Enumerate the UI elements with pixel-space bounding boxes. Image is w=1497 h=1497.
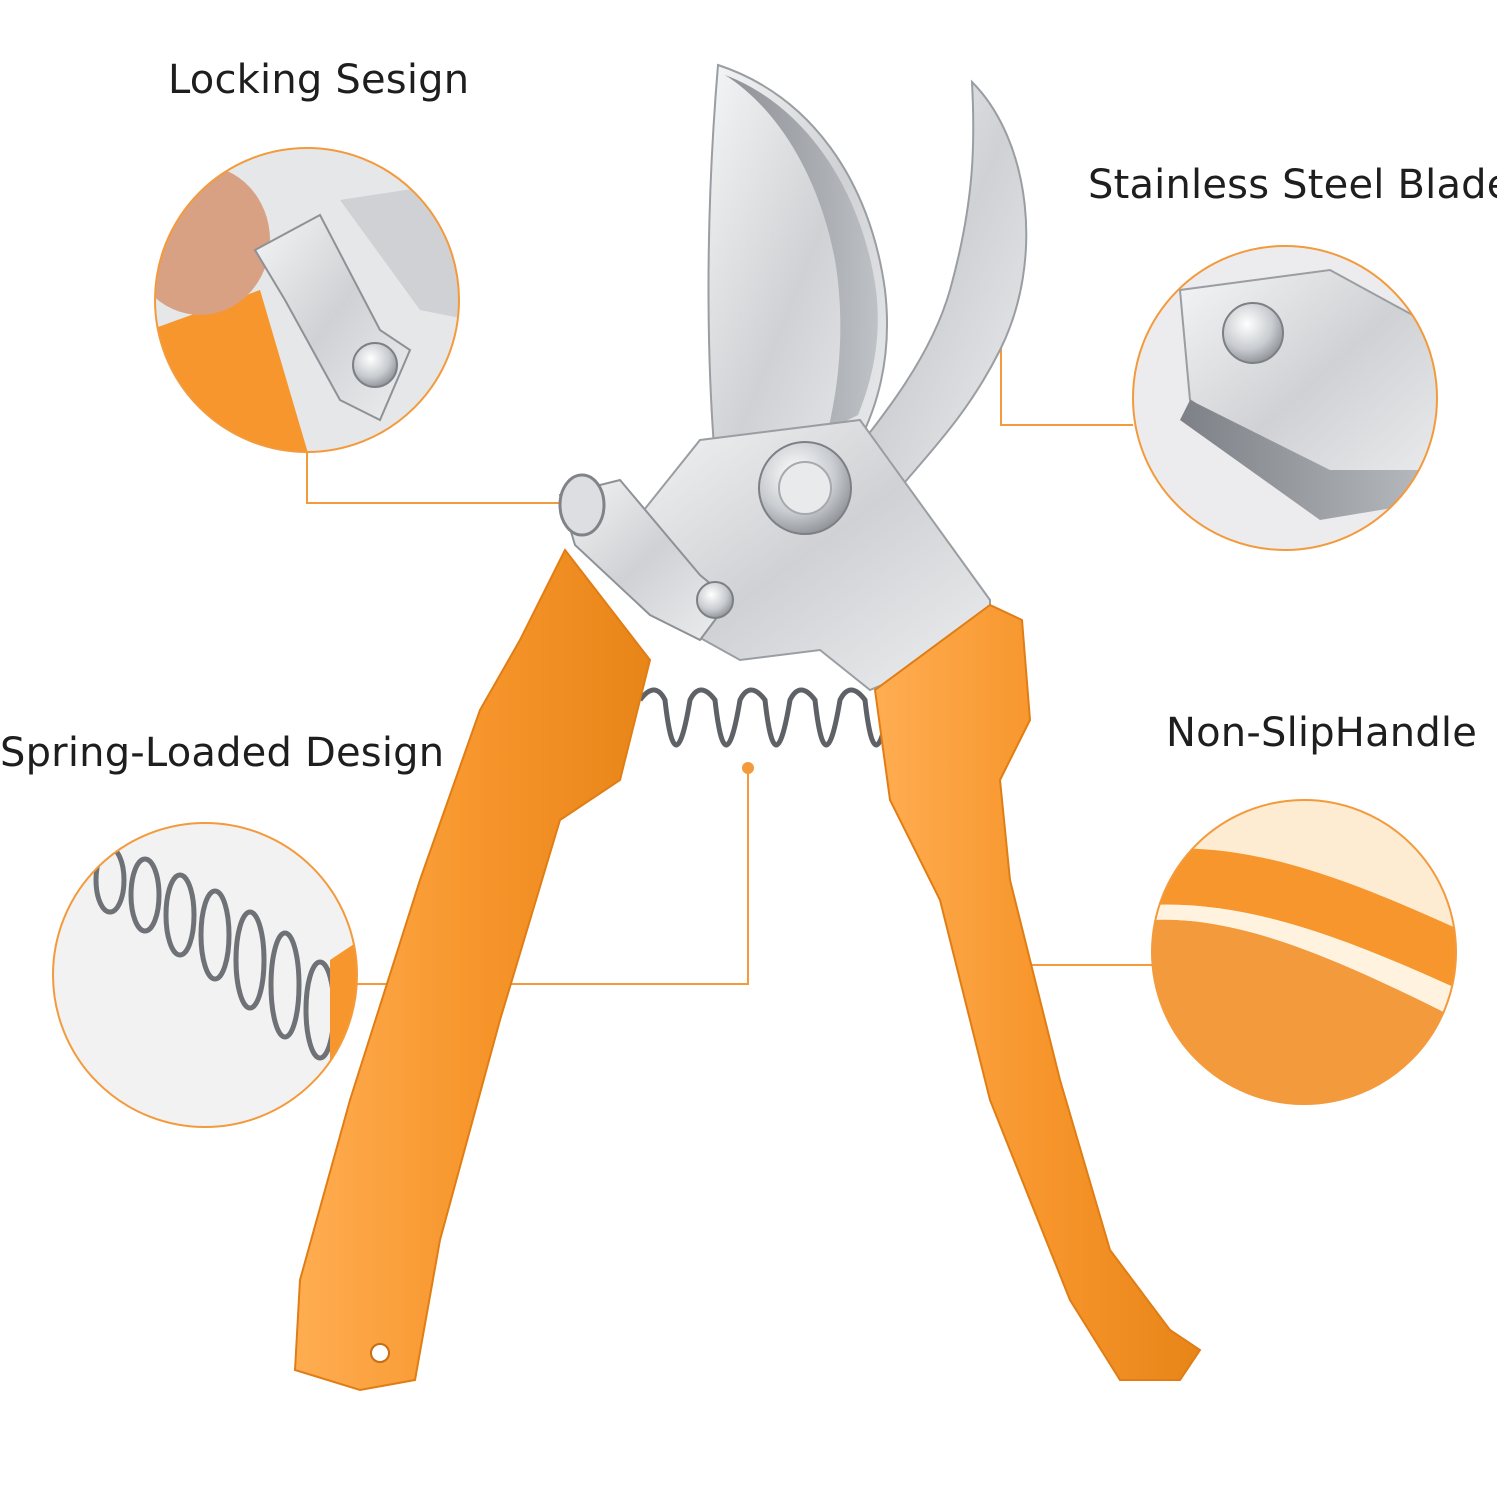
label-non-slip-handle: Non-SlipHandle [1166, 710, 1478, 756]
locking-mechanism-closeup [154, 147, 460, 453]
label-stainless-steel-blades: Stainless Steel Blades [1088, 162, 1497, 208]
handle-closeup [1151, 799, 1457, 1105]
label-locking-design: Locking Sesign [168, 57, 470, 103]
label-spring-loaded-design: Spring-Loaded Design [0, 730, 445, 776]
blade-pivot-closeup [1132, 245, 1438, 551]
spring-closeup [52, 822, 358, 1128]
